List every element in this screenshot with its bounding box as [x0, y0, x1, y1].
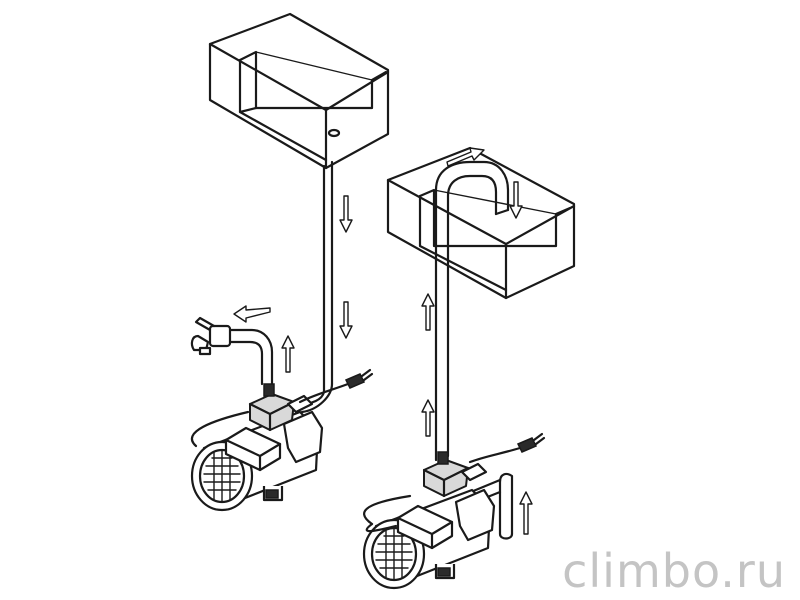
right-power-plug: [516, 432, 546, 453]
right-delivery-pipe: [434, 160, 510, 462]
right-up-arrow-2: [421, 399, 435, 437]
left-supply-pipe: [298, 160, 334, 414]
left-power-cable: [190, 368, 374, 448]
right-down-arrow: [509, 181, 523, 219]
left-outflow-arrow: [233, 305, 271, 323]
right-motor-fan-grille: [375, 527, 413, 581]
right-system-well-tank: [362, 146, 576, 590]
left-motor-fan-grille: [203, 449, 241, 503]
left-down-arrow-2: [339, 301, 353, 339]
right-power-cable: [363, 432, 546, 533]
right-elevated-tank: [386, 146, 576, 300]
left-down-arrow-1: [339, 195, 353, 233]
left-up-arrow: [281, 335, 295, 373]
right-inflow-arrow: [446, 147, 485, 167]
left-power-plug: [344, 368, 374, 389]
left-pump-unit: [190, 383, 324, 512]
left-faucet: [190, 316, 274, 390]
left-elevated-tank: [208, 12, 390, 170]
right-suction-up-arrow: [519, 491, 533, 535]
watermark-text: climbo.ru: [562, 544, 786, 598]
right-pump-unit: [362, 451, 496, 590]
right-up-arrow-1: [421, 293, 435, 331]
left-system-gravity-tank: [190, 12, 390, 512]
